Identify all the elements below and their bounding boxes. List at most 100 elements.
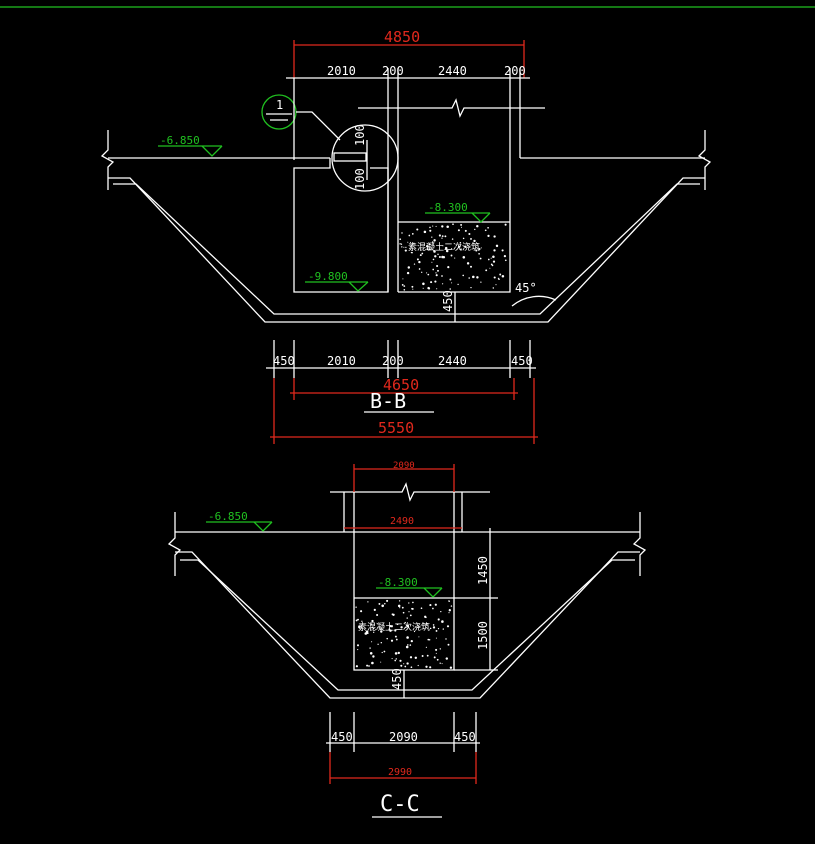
hatch-dot: [460, 223, 463, 226]
hatch-dot: [441, 225, 444, 228]
cc-dim-inner-text: 2490: [390, 516, 414, 527]
cc-dim-bottom-3: 450: [454, 730, 476, 744]
hatch-dot: [468, 277, 470, 279]
hatch-dot: [442, 628, 444, 630]
cc-level-ground-marker: [253, 521, 273, 532]
level-bottom-marker: [348, 281, 369, 292]
hatch-dot: [449, 278, 452, 281]
hatch-dot: [466, 262, 470, 265]
hatch-dot: [417, 664, 419, 667]
hatch-dot: [426, 272, 428, 274]
dim-bottom-1: 450: [273, 354, 295, 368]
hatch-dot: [423, 230, 427, 234]
cc-break-right: [632, 512, 647, 576]
hatch-dot: [441, 283, 444, 285]
hatch-dot: [369, 647, 371, 649]
dim-top-1: 2010: [327, 64, 356, 78]
hatch-dot: [499, 273, 502, 276]
cc-dim-bottom-1: 450: [331, 730, 353, 744]
hatch-dot: [413, 242, 415, 245]
right-chamber: [398, 108, 511, 293]
hatch-dot: [413, 263, 416, 265]
hatch-dot: [416, 228, 419, 231]
hatch-dot: [401, 606, 404, 609]
break-mark-right: [697, 130, 712, 190]
hatch-dot: [458, 245, 461, 248]
hatch-dot: [410, 251, 413, 254]
hatch-dot: [429, 666, 432, 669]
hatch-dot: [454, 257, 456, 259]
hatch-dot: [396, 623, 399, 626]
hatch-dot: [425, 623, 428, 625]
hatch-dot: [394, 659, 397, 662]
hatch-dot: [366, 664, 369, 667]
hatch-dot: [384, 603, 386, 605]
hatch-dot: [414, 656, 418, 660]
hatch-dot: [357, 649, 359, 651]
hatch-dot: [444, 235, 447, 238]
hatch-dot: [501, 249, 504, 252]
fill-label: 素混凝土二次浇筑: [408, 241, 480, 253]
hatch-dot: [409, 644, 412, 646]
hatch-dot: [399, 659, 402, 662]
hatch-dot: [439, 648, 441, 650]
cc-level-fill-marker: [423, 587, 443, 598]
hatch-dot: [492, 287, 495, 289]
hatch-dot: [501, 274, 505, 278]
hatch-dot: [432, 626, 436, 629]
excavation-inner: [113, 183, 700, 315]
hatch-dot: [459, 241, 462, 244]
level-ground-marker: [201, 145, 223, 157]
hatch-dot: [479, 257, 482, 260]
detail-ref-number: 1: [276, 98, 283, 112]
hatch-dot: [435, 648, 438, 651]
hatch-dot: [478, 247, 481, 251]
hatch-dot: [371, 619, 374, 623]
hatch-dot: [432, 624, 435, 626]
hatch-dot: [442, 245, 444, 247]
hatch-dot: [408, 611, 410, 613]
hatch-dot: [409, 614, 412, 617]
hatch-dot: [445, 657, 448, 660]
hatch-dot: [421, 252, 424, 255]
slab-dim-text: 450: [441, 290, 455, 312]
hatch-dot: [503, 254, 507, 258]
cc-dim-top-text: 2090: [393, 461, 415, 471]
hatch-dot: [388, 628, 391, 631]
hatch-dot: [451, 247, 453, 250]
hatch-dot: [436, 658, 439, 661]
hatch-dot: [429, 627, 432, 630]
hatch-dot: [406, 617, 408, 619]
hatch-dot: [420, 607, 423, 610]
cc-excavation-outer: [175, 551, 640, 699]
hatch-dot: [432, 258, 435, 261]
hatch-dot: [406, 271, 410, 275]
hatch-dot: [418, 268, 421, 270]
hatch-dot: [492, 260, 496, 263]
cc-concrete-fill-hatch: [355, 599, 453, 669]
hatch-dot: [404, 621, 406, 624]
hatch-dot: [434, 603, 437, 606]
hatch-dot: [357, 625, 361, 629]
hatch-dot: [495, 284, 497, 286]
hatch-dot: [434, 280, 437, 283]
section-bb: 100 100 1 -6.850 -8.300 -9.800 素混凝土二次浇筑 …: [100, 28, 712, 444]
hatch-dot: [435, 272, 437, 274]
hatch-dot: [447, 266, 450, 269]
hatch-dot: [435, 629, 438, 632]
hatch-dot: [356, 644, 360, 647]
hatch-dot: [357, 618, 359, 621]
cc-level-fill-text: -8.300: [378, 576, 418, 589]
cc-top-break-line: [330, 482, 490, 502]
level-fill-marker: [471, 212, 491, 223]
hatch-dot: [464, 229, 467, 232]
hatch-dot: [447, 643, 450, 646]
hatch-dot: [399, 243, 401, 245]
hatch-dot: [441, 237, 443, 239]
hatch-dot: [441, 620, 444, 623]
hatch-dot: [401, 284, 404, 286]
hatch-dot: [421, 655, 424, 657]
hatch-dot: [398, 600, 401, 602]
hatch-dot: [429, 604, 432, 607]
hatch-dot: [493, 249, 496, 252]
